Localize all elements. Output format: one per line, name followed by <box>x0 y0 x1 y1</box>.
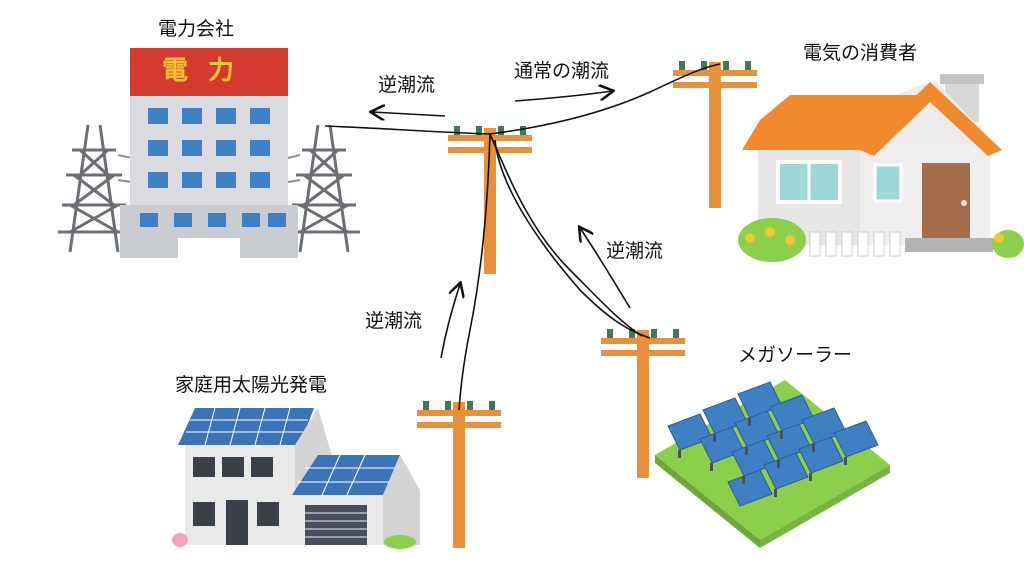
power-company-building <box>58 48 360 258</box>
power-lines <box>324 63 721 411</box>
utility-pole-consumer <box>673 61 757 208</box>
label-home-solar: 家庭用太陽光発電 <box>175 374 328 396</box>
label-power-company: 電力会社 <box>158 18 235 40</box>
label-flow-normal: 通常の潮流 <box>514 60 610 82</box>
label-flow-reverse-1: 逆潮流 <box>378 74 436 96</box>
utility-pole-home-solar <box>417 401 501 548</box>
label-mega-solar: メガソーラー <box>738 344 853 366</box>
transmission-tower-left-icon <box>58 124 130 253</box>
label-consumer: 電気の消費者 <box>803 42 918 64</box>
mega-solar-field <box>655 380 890 548</box>
utility-pole-center <box>448 126 532 274</box>
transmission-tower-right-icon <box>288 124 360 253</box>
flow-arrows <box>372 91 631 359</box>
home-solar-house <box>172 407 420 549</box>
label-flow-reverse-2: 逆潮流 <box>606 240 664 262</box>
utility-pole-mega-solar <box>601 329 685 478</box>
consumer-house <box>738 74 1024 262</box>
label-flow-reverse-3: 逆潮流 <box>365 310 423 332</box>
building-sign: 電力 <box>162 56 255 86</box>
